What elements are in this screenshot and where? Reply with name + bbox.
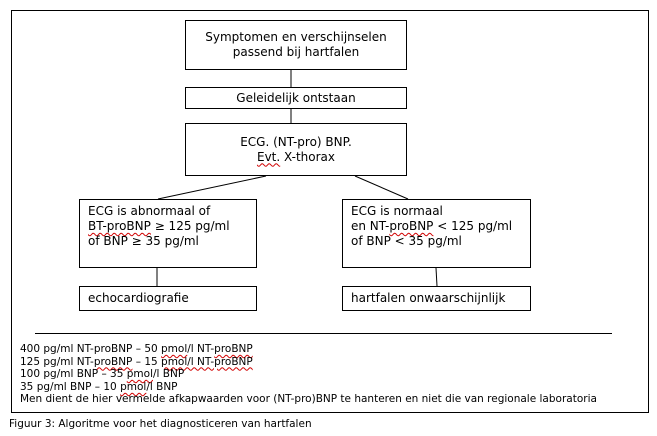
ecg-line-2-evt: Evt. (256, 149, 281, 164)
note-4-a: 35 pg/ml BNP – 10 (20, 380, 121, 393)
normal-line-2: en NT-proBNP < 125 pg/ml (351, 219, 522, 234)
abnormal-line-2-rest: ≥ 125 pg/ml (150, 219, 230, 233)
connector-ecg-abnormal (157, 175, 267, 200)
abnormal-line-1: ECG is abnormaal of (88, 204, 211, 218)
box-echocardiography: echocardiografie (79, 286, 257, 311)
box-symptoms: Symptomen en verschijnselen passend bij … (185, 20, 407, 70)
symptoms-line-1: Symptomen en verschijnselen (205, 30, 387, 44)
normal-line-2-pre: en NT- (351, 219, 390, 233)
note-2-c: – 15 (132, 355, 162, 368)
box-heart-failure-unlikely: hartfalen onwaarschijnlijk (342, 286, 531, 311)
gradual-line-1: Geleidelijk ontstaan (236, 90, 356, 105)
normal-line-2-marker: proBNP (389, 219, 434, 233)
connector-ecg-normal (354, 175, 409, 200)
abnormal-line-3: of BNP ≥ 35 pg/ml (88, 234, 199, 248)
note-3-a: 100 pg/ml BNP – 35 (20, 368, 127, 381)
note-2-a: 125 pg/ml NT- (20, 355, 94, 368)
note-1-c: /l NT- (187, 343, 215, 355)
conversion-notes: 400 pg/ml NT-proBNP – 50 pmol/l NT-proBN… (20, 343, 597, 406)
box-gradual-onset: Geleidelijk ontstaan (185, 87, 407, 109)
connector-normal-unlikely (435, 267, 438, 287)
note-1: 400 pg/ml NT-proBNP – 50 pmol/l NT-proBN… (20, 343, 597, 356)
normal-line-2-rest: < 125 pg/ml (433, 219, 513, 233)
figure-caption: Figuur 3: Algoritme voor het diagnostice… (9, 418, 312, 430)
unlikely-line-1: hartfalen onwaarschijnlijk (351, 291, 506, 305)
normal-line-1: ECG is normaal (351, 204, 443, 218)
note-4: 35 pg/ml BNP – 10 pmol/l BNP (20, 381, 597, 394)
note-2-d: pmol/l NT-proBNP (161, 355, 253, 368)
figure-frame (11, 10, 649, 413)
note-4-b: pmol (120, 380, 147, 393)
abnormal-line-2-marker: BT-proBNP (88, 219, 151, 233)
abnormal-line-2: BT-proBNP ≥ 125 pg/ml (88, 219, 248, 234)
note-2-b: proBNP (93, 355, 133, 368)
ecg-line-2-rest: X-thorax (280, 149, 335, 164)
note-1-b: pmol (161, 343, 188, 355)
note-3-b: pmol (126, 368, 153, 381)
note-1-a: 400 pg/ml NT-proBNP – 50 (20, 343, 162, 355)
ecg-line-1: ECG. (NT-pro) BNP. (240, 134, 352, 149)
note-5: Men dient de hier vermelde afkapwaarden … (20, 393, 597, 406)
box-ecg-bnp: ECG. (NT-pro) BNP. Evt. X-thorax (185, 123, 407, 176)
ecg-line-2: Evt. X-thorax (257, 150, 335, 165)
notes-divider (35, 333, 612, 334)
symptoms-line-2: passend bij hartfalen (232, 45, 360, 59)
normal-line-3: of BNP < 35 pg/ml (351, 234, 462, 248)
note-3: 100 pg/ml BNP – 35 pmol/l BNP (20, 368, 597, 381)
box-ecg-normal: ECG is normaal en NT-proBNP < 125 pg/ml … (342, 199, 531, 268)
box-ecg-abnormal: ECG is abnormaal of BT-proBNP ≥ 125 pg/m… (79, 199, 257, 268)
note-2: 125 pg/ml NT-proBNP – 15 pmol/l NT-proBN… (20, 356, 597, 369)
note-4-c: /l BNP (146, 380, 178, 393)
note-1-d: proBNP (214, 343, 253, 355)
echo-line-1: echocardiografie (88, 291, 189, 305)
note-3-c: /l BNP (153, 368, 185, 381)
